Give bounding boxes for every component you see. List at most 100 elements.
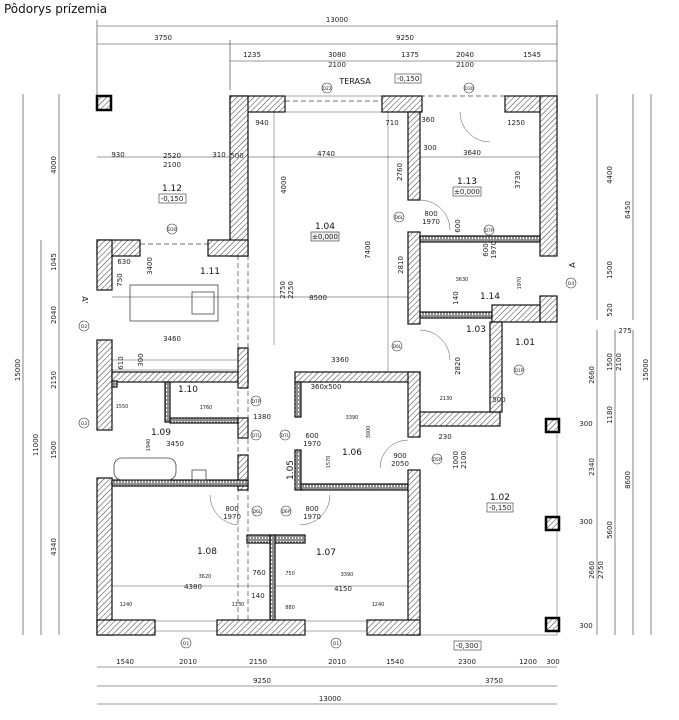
dim-top: 3080 xyxy=(328,51,346,59)
dim-right: 300 xyxy=(579,518,592,526)
dim-right: 5600 xyxy=(606,521,614,539)
tag: D7L xyxy=(252,433,261,439)
dim: 3000 xyxy=(366,426,372,439)
room-1-03: 1.03 xyxy=(466,325,486,335)
room-1-05: 1.05 xyxy=(286,460,296,480)
tag: D22 xyxy=(322,86,331,92)
tag: D30 xyxy=(167,227,176,233)
door-swing xyxy=(419,329,451,361)
dim: 1970 xyxy=(422,218,440,226)
dim: 3620 xyxy=(199,574,212,580)
tag: D7P xyxy=(484,228,493,234)
room-1-04-level: ±0,000 xyxy=(312,233,338,241)
furniture xyxy=(113,111,491,526)
dim: 140 xyxy=(251,592,264,600)
dim-bottom: 1540 xyxy=(386,658,404,666)
door-swing xyxy=(379,439,409,469)
dim: 1550 xyxy=(116,404,129,410)
tag: D6L xyxy=(395,215,404,221)
dim: 1970 xyxy=(490,241,498,259)
dim: 800 xyxy=(424,210,437,218)
dim-bottom: 3750 xyxy=(485,677,503,685)
tag: D6P xyxy=(281,509,290,515)
dim: 500 xyxy=(492,396,505,404)
sink xyxy=(191,469,207,481)
dim: 1570 xyxy=(326,456,332,469)
door-swing xyxy=(299,494,331,526)
dim-left: 1045 xyxy=(50,253,58,271)
room-1-10: 1.10 xyxy=(178,385,198,395)
dim-top: 1235 xyxy=(243,51,261,59)
door-window-tags: D22 D30 D30 D6L D7P D6L D1P D7P D7L D7L … xyxy=(78,82,577,649)
dim-bottom: 300 xyxy=(546,658,559,666)
dim-left: 2150 xyxy=(50,371,58,389)
dim-right: 300 xyxy=(579,622,592,630)
room-1-13: 1.13 xyxy=(457,177,477,187)
dim: 300 xyxy=(137,353,145,366)
window-lines xyxy=(111,95,505,632)
dim-left: 4000 xyxy=(50,156,58,174)
terrace-level: -0,150 xyxy=(397,75,420,83)
dim-top: 1375 xyxy=(401,51,419,59)
dim-bottom: 1200 xyxy=(519,658,537,666)
dim-bottom: 2300 xyxy=(458,658,476,666)
dim: 1970 xyxy=(223,513,241,521)
dim: 800 xyxy=(225,505,238,513)
dim: 2050 xyxy=(391,460,409,468)
dim: 3360 xyxy=(331,356,349,364)
dim: 4380 xyxy=(184,583,202,591)
dimension-lines xyxy=(22,20,652,705)
terrace-label: TERASA xyxy=(338,77,371,86)
dim: 1970 xyxy=(303,513,321,521)
dim-left: 15000 xyxy=(14,359,22,381)
dim-left: 4340 xyxy=(50,538,58,556)
room-1-13-level: ±0,000 xyxy=(454,188,480,196)
dim: 600 xyxy=(482,243,490,256)
dim: 4000 xyxy=(280,176,288,194)
drawing-title: Pôdorys prízemia xyxy=(4,2,108,16)
dim: 2750 xyxy=(279,281,287,299)
dim-bottom: 2150 xyxy=(249,658,267,666)
tag: D1P xyxy=(514,368,523,374)
dim: 940 xyxy=(255,119,268,127)
room-1-07: 1.07 xyxy=(316,548,336,558)
dim-right: 6450 xyxy=(624,201,632,219)
dim-right: 520 xyxy=(606,303,614,316)
room-1-04: 1.04 xyxy=(315,222,335,232)
dim: 2100 xyxy=(163,161,181,169)
dim: 600 xyxy=(305,432,318,440)
columns xyxy=(95,94,561,633)
room-1-08: 1.08 xyxy=(197,547,217,557)
dim-right: 1180 xyxy=(606,406,614,424)
tag: D6L xyxy=(393,344,402,350)
dim-bottom: 2010 xyxy=(179,658,197,666)
dim-left: 1500 xyxy=(50,441,58,459)
section-mark-a: A xyxy=(568,262,577,268)
dim-bottom: 2010 xyxy=(328,658,346,666)
dim: 1970 xyxy=(303,440,321,448)
dim-right: 1500 xyxy=(606,353,614,371)
room-1-14: 1.14 xyxy=(480,292,500,302)
dim: 1760 xyxy=(200,405,213,411)
dim-top: 3750 xyxy=(154,34,172,42)
dim: 1250 xyxy=(507,119,525,127)
dim: 1970 xyxy=(517,277,523,290)
dim: 750 xyxy=(285,571,295,577)
dim: 3640 xyxy=(463,149,481,157)
room-1-02: 1.02 xyxy=(490,493,510,503)
dim-bottom: 1540 xyxy=(116,658,134,666)
tag: O3 xyxy=(81,421,88,427)
walls xyxy=(96,95,558,636)
dim: 3730 xyxy=(514,171,522,189)
dim: 1240 xyxy=(120,602,133,608)
tag: D5P xyxy=(432,457,441,463)
section-mark-a-prime: A' xyxy=(80,296,89,304)
interior-dimensions: 940 710 360 1250 930 2520 2100 310 500 4… xyxy=(111,116,525,611)
dim-right: 2660 xyxy=(588,561,596,579)
dim-right: 1500 xyxy=(606,261,614,279)
tag: O1 xyxy=(333,641,340,647)
dim: 2810 xyxy=(397,256,405,274)
bathtub xyxy=(113,457,177,481)
dim-right: 15000 xyxy=(642,359,650,381)
